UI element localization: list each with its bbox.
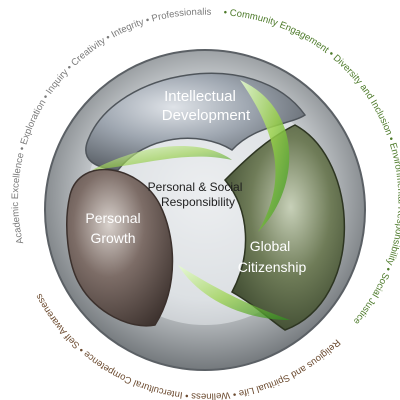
- lobe-intellectual: [85, 72, 307, 171]
- lobe-global-label: Global Citizenship: [238, 238, 307, 275]
- center-label: Personal & Social Responsibility: [148, 180, 243, 209]
- intellectual-label-line-2: Development: [162, 107, 251, 124]
- glow-accent-2: [92, 146, 232, 170]
- lobe-personal: [66, 168, 174, 327]
- base-disk-edge: [44, 49, 366, 371]
- personal-label-line-2: Growth: [90, 230, 135, 246]
- glow-accent-1: [240, 80, 290, 232]
- center-label-line-1: Personal & Social: [148, 180, 243, 194]
- intellectual-label-line-1: Intellectual: [164, 88, 236, 105]
- personal-label-line-1: Personal: [85, 210, 140, 226]
- lobe-intellectual-label: Intellectual Development: [162, 88, 251, 124]
- glow-accent-3: [178, 265, 290, 320]
- center-label-line-2: Responsibility: [161, 195, 235, 209]
- lobe-global: [223, 124, 346, 331]
- global-label-line-1: Global: [250, 238, 290, 254]
- lobe-personal-label: Personal Growth: [85, 210, 140, 246]
- global-label-line-2: Citizenship: [238, 259, 307, 275]
